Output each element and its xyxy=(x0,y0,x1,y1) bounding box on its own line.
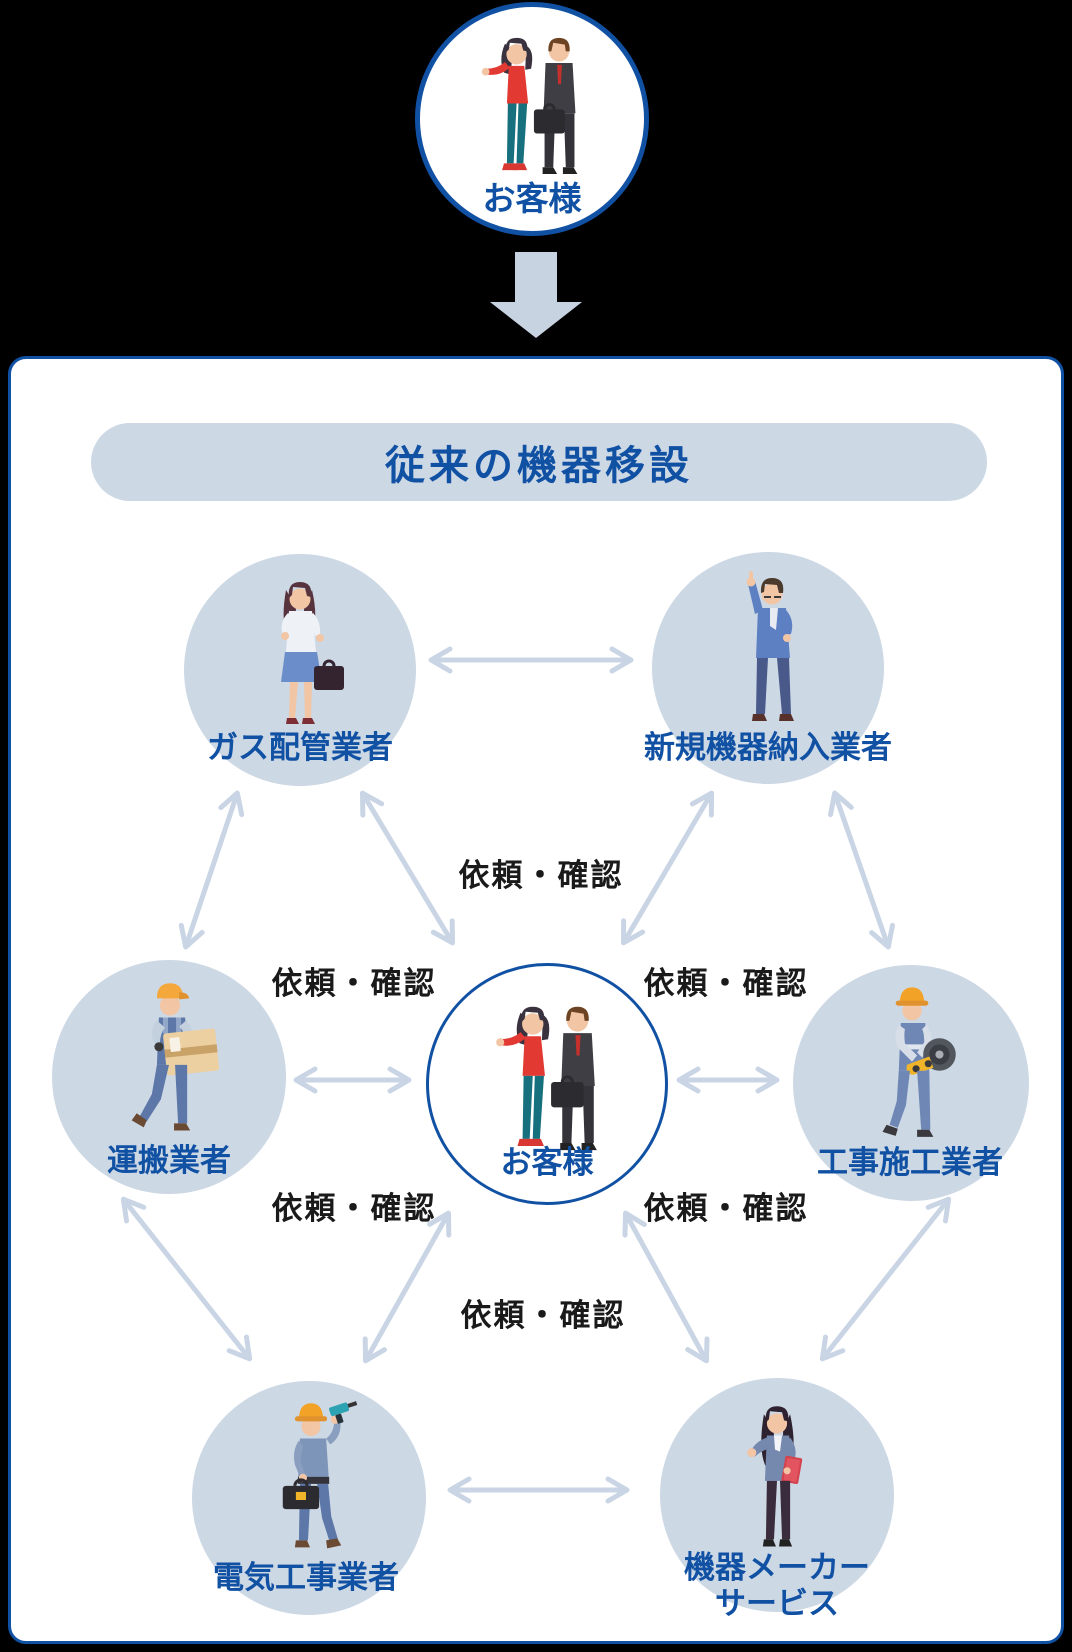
label-maker-line1: 機器メーカー xyxy=(684,1550,870,1585)
panel-title: 従来の機器移設 xyxy=(385,444,693,488)
mover-with-box-illustration xyxy=(131,983,220,1131)
maker-service-rep-illustration xyxy=(747,1406,803,1547)
node-maker xyxy=(660,1378,894,1612)
arrow-newequip-construction xyxy=(828,790,895,950)
node-construction xyxy=(793,965,1029,1201)
label-construction: 工事施工業者 xyxy=(817,1145,1003,1180)
node-transport xyxy=(52,960,286,1194)
arrow-construction-maker xyxy=(819,1196,952,1362)
electrician-illustration xyxy=(282,1401,358,1549)
edge-label-customer-maker: 依頼・確認 xyxy=(643,1191,809,1226)
label-maker-line2: サービス xyxy=(715,1586,839,1621)
traditional-relocation-panel: 従来の機器移設 xyxy=(8,356,1064,1644)
label-customer: お客様 xyxy=(500,1145,594,1180)
arrow-customer-maker xyxy=(622,1210,710,1364)
edge-label-customer-electric: 依頼・確認 xyxy=(271,1191,437,1226)
arrow-gas-customer xyxy=(359,790,456,946)
edge-label-transport-customer: 依頼・確認 xyxy=(271,966,437,1001)
arrow-gas-transport xyxy=(178,790,245,950)
edge-label-customer-construction: 依頼・確認 xyxy=(643,966,809,1001)
node-customer-center xyxy=(426,963,668,1205)
panel-title-banner: 従来の機器移設 xyxy=(91,423,987,501)
edge-label-gas-customer: 依頼・確認 xyxy=(458,858,624,893)
arrow-transport-electric xyxy=(120,1196,253,1362)
label-new-equip: 新規機器納入業者 xyxy=(644,730,892,765)
label-transport: 運搬業者 xyxy=(107,1143,231,1178)
node-electric xyxy=(192,1381,426,1615)
gas-piping-worker-illustration xyxy=(281,582,344,724)
construction-worker-illustration xyxy=(882,987,956,1137)
label-electric: 電気工事業者 xyxy=(213,1560,399,1595)
delivery-rep-illustration xyxy=(746,571,794,721)
arrow-customer-electric xyxy=(362,1210,452,1364)
edge-label-bottom-center: 依頼・確認 xyxy=(460,1298,626,1333)
node-gas xyxy=(184,554,416,786)
label-gas: ガス配管業者 xyxy=(207,730,393,765)
arrow-newequip-customer xyxy=(620,790,715,946)
customer-top-label: お客様 xyxy=(482,180,582,217)
customer-top-node xyxy=(415,2,649,236)
node-new-equip xyxy=(652,552,884,784)
